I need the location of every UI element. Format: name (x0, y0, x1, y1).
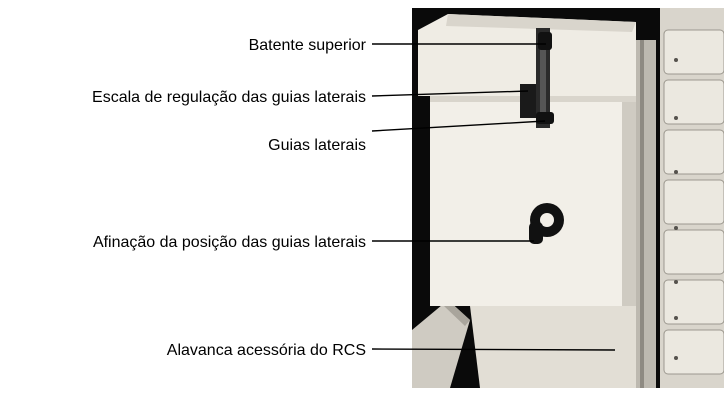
unit-top-section (418, 14, 636, 96)
leader-rcs-lever (371, 348, 616, 351)
callout-top-stop: Batente superior (249, 37, 367, 54)
leader-side-guide-scale (371, 90, 529, 97)
stacker-trays (660, 8, 724, 388)
callout-labels: Batente superior Escala de regulação das… (92, 37, 367, 359)
callout-fine-tune: Afinação da posição das guias laterais (93, 234, 366, 251)
unit-base (470, 306, 636, 388)
callout-rcs-lever: Alavanca acessória do RCS (167, 342, 366, 359)
side-rail (636, 40, 656, 388)
fine-adjust-knob (529, 203, 564, 244)
unit-main-box (430, 96, 636, 306)
leader-lines (371, 43, 616, 351)
support-strut (412, 300, 470, 388)
callout-side-guides: Guias laterais (268, 137, 366, 154)
machine-photo (412, 8, 724, 388)
side-guide-slot (520, 28, 554, 128)
callout-side-guide-scale: Escala de regulação das guias laterais (92, 89, 366, 106)
leader-side-guides (371, 120, 546, 132)
